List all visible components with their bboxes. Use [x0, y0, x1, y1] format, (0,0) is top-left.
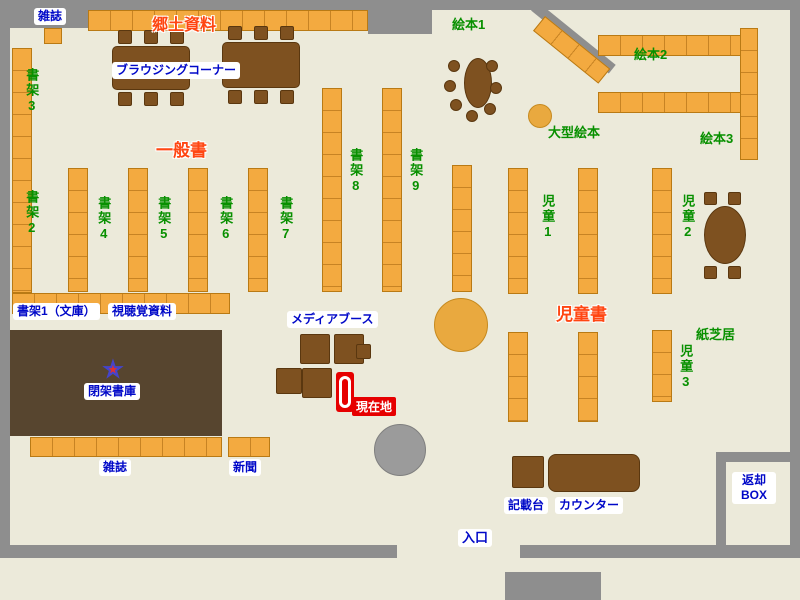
chair: [254, 90, 268, 104]
label-counter: カウンター: [555, 497, 624, 514]
bookshelf-7: [248, 168, 268, 292]
label-writing-desk: 記載台: [504, 497, 549, 514]
bookshelf-left-wall: [12, 48, 32, 293]
label-shelf8: 書架8: [348, 148, 364, 195]
label-browsing-corner: ブラウジングコーナー: [112, 62, 241, 79]
label-shelf9: 書架9: [408, 148, 424, 195]
label-entrance: 入口: [458, 529, 493, 548]
label-children1: 児童1: [540, 194, 556, 241]
current-location-marker: [336, 372, 354, 412]
chair: [280, 90, 294, 104]
label-shelf7: 書架7: [278, 196, 294, 243]
chair: [118, 30, 132, 44]
media-booth-carrel: [334, 334, 364, 364]
label-picture-books1: 絵本1: [452, 17, 486, 32]
bookshelf-5: [128, 168, 148, 292]
chair: [228, 90, 242, 104]
label-newspapers: 新聞: [229, 459, 262, 476]
chair: [728, 266, 741, 279]
bookshelf-children-6: [652, 330, 672, 402]
stool: [466, 110, 478, 122]
stool: [484, 103, 496, 115]
bookshelf-right-edge: [740, 28, 758, 160]
bookshelf-mid: [452, 165, 472, 292]
label-general-books: 一般書: [156, 141, 207, 160]
label-kamishibai: 紙芝居: [696, 327, 736, 342]
chair: [254, 26, 268, 40]
bookshelf-local-materials: [88, 10, 368, 31]
bookshelf-picturebooks-2: [598, 35, 742, 56]
label-magazines-bottom: 雑誌: [99, 459, 132, 476]
label-shelf2: 書架2: [24, 190, 40, 237]
media-booth-carrel: [300, 334, 330, 364]
media-booth-carrel: [302, 368, 332, 398]
label-shelf1-bunko: 書架1（文庫）: [13, 303, 100, 320]
label-picture-books2: 絵本2: [634, 47, 668, 62]
bookshelf-children-2: [578, 168, 598, 294]
wall-pillar-top: [368, 0, 432, 34]
chair: [170, 92, 184, 106]
chair: [228, 26, 242, 40]
bookshelf-children-3: [652, 168, 672, 294]
bookshelf-children-1: [508, 168, 528, 294]
round-pillar: [374, 424, 426, 476]
chair: [356, 344, 371, 359]
bookshelf-magazines-bottom: [30, 437, 222, 457]
wall-right: [790, 0, 800, 558]
bookshelf-magazines-top: [44, 28, 62, 44]
media-booth-carrel: [276, 368, 302, 394]
browsing-table: [222, 42, 300, 88]
label-shelf5: 書架5: [156, 196, 172, 243]
bookshelf-4: [68, 168, 88, 292]
label-return-box: 返却BOX: [732, 472, 776, 504]
wall-entrance-block: [505, 572, 601, 600]
chair: [118, 92, 132, 106]
large-picturebook-stand: [528, 104, 552, 128]
children-table: [704, 206, 746, 264]
chair: [280, 26, 294, 40]
label-picture-books3: 絵本3: [700, 131, 734, 146]
bookshelf-9: [382, 88, 402, 292]
round-table: [434, 298, 488, 352]
bookshelf-8: [322, 88, 342, 292]
bookshelf-children-5: [578, 332, 598, 422]
label-children3: 児童3: [678, 344, 694, 391]
stool: [450, 99, 462, 111]
stool: [444, 80, 456, 92]
label-shelf4: 書架4: [96, 196, 112, 243]
chair: [170, 30, 184, 44]
writing-desk: [512, 456, 544, 488]
label-shelf6: 書架6: [218, 196, 234, 243]
wall-left: [0, 0, 10, 558]
chair: [704, 266, 717, 279]
label-media-booth: メディアブース: [287, 311, 378, 328]
bookshelf-newspapers: [228, 437, 270, 457]
bookshelf-children-4: [508, 332, 528, 422]
stool: [490, 82, 502, 94]
bookshelf-6: [188, 168, 208, 292]
label-shelf3: 書架3: [24, 68, 40, 115]
label-av-materials: 視聴覚資料: [108, 303, 177, 320]
wall-bottom-right: [520, 545, 790, 558]
stool: [486, 60, 498, 72]
label-children2: 児童2: [680, 194, 696, 241]
wall-returnbox-top: [716, 452, 790, 462]
star-icon: ★: [103, 359, 123, 381]
chair: [144, 92, 158, 106]
label-magazines-top: 雑誌: [34, 8, 67, 25]
label-local-materials: 郷土資料: [152, 17, 217, 34]
chair: [704, 192, 717, 205]
wall-returnbox-left: [716, 452, 726, 556]
bookshelf-picturebooks-3: [598, 92, 742, 113]
label-current-location: 現在地: [352, 397, 397, 416]
counter-desk: [548, 454, 640, 492]
label-children-books: 児童書: [556, 305, 607, 324]
chair: [144, 30, 158, 44]
stool: [448, 60, 460, 72]
label-large-picture-books: 大型絵本: [548, 125, 601, 140]
chair: [728, 192, 741, 205]
label-closed-stacks: 閉架書庫: [84, 383, 141, 400]
wall-bottom-left: [10, 545, 397, 558]
